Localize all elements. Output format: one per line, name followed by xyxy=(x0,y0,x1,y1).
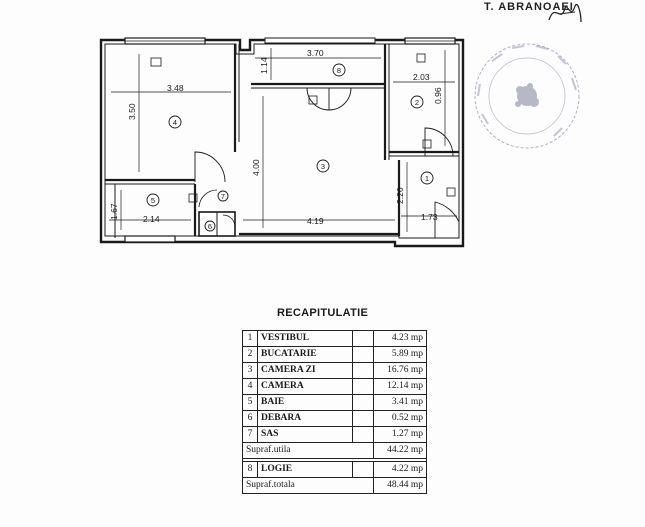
total-area-value: 48.44 mp xyxy=(373,477,427,494)
room-name: LOGIE xyxy=(257,461,353,478)
total-area-label: Supraf.totala xyxy=(242,477,374,494)
room-area: 12.14 mp xyxy=(373,378,427,395)
official-stamp xyxy=(474,43,580,149)
row-number: 7 xyxy=(242,426,258,443)
dim-room5-width: 2.14 xyxy=(143,214,160,224)
room-number-1: 1 xyxy=(425,174,429,183)
room-area: 1.27 mp xyxy=(373,426,427,443)
dim-logia-width: 3.70 xyxy=(307,48,324,58)
dim-logia-depth: 1.14 xyxy=(259,57,269,74)
table-row: 6 DEBARA 0.52 mp xyxy=(242,410,427,427)
room-number-6: 6 xyxy=(208,222,212,231)
dim-room3-height: 4.00 xyxy=(251,159,261,176)
table-row: 4 CAMERA 12.14 mp xyxy=(242,378,427,395)
signature xyxy=(548,3,582,23)
room-number-3: 3 xyxy=(321,162,325,171)
table-row: 5 BAIE 3.41 mp xyxy=(242,394,427,411)
row-number: 1 xyxy=(242,330,258,347)
room-name: SAS xyxy=(257,426,353,443)
dim-hall-height: 2.26 xyxy=(395,187,405,204)
dim-room3-width: 4.19 xyxy=(307,216,324,226)
room-area: 5.89 mp xyxy=(373,346,427,363)
room-name: BAIE xyxy=(257,394,353,411)
room-number-2: 2 xyxy=(415,98,419,107)
dim-room2-height: 0.96 xyxy=(433,87,443,104)
dim-room2-width: 2.03 xyxy=(413,72,430,82)
total-area-row: Supraf.totala 48.44 mp xyxy=(242,477,427,494)
dim-hall-width: 1.73 xyxy=(421,212,438,222)
room-number-8: 8 xyxy=(337,66,341,75)
useful-area-value: 44.22 mp xyxy=(373,442,427,459)
row-number: 5 xyxy=(242,394,258,411)
room-name: VESTIBUL xyxy=(257,330,353,347)
room-name: DEBARA xyxy=(257,410,353,427)
useful-area-label: Supraf.utila xyxy=(242,442,374,459)
room-number-5: 5 xyxy=(151,196,155,205)
surveyor-name: T. ABRANOAEI xyxy=(484,1,574,13)
logia-row: 8 LOGIE 4.22 mp xyxy=(242,461,427,478)
dim-room4-height: 3.50 xyxy=(127,103,137,120)
recap-table: 1 VESTIBUL 4.23 mp 2 BUCATARIE 5.89 mp 3… xyxy=(242,330,427,494)
row-number: 4 xyxy=(242,378,258,395)
table-row: 2 BUCATARIE 5.89 mp xyxy=(242,346,427,363)
room-area: 0.52 mp xyxy=(373,410,427,427)
room-number-7: 7 xyxy=(221,192,225,201)
room-name: CAMERA xyxy=(257,378,353,395)
recap-title: RECAPITULATIE xyxy=(277,307,369,319)
dim-room4-width: 3.48 xyxy=(167,83,184,93)
table-row: 1 VESTIBUL 4.23 mp xyxy=(242,330,427,347)
table-row: 3 CAMERA ZI 16.76 mp xyxy=(242,362,427,379)
room-area: 16.76 mp xyxy=(373,362,427,379)
floor-plan: 3.48 3.50 3.70 1.14 4.00 4.19 2.03 0.96 … xyxy=(99,37,465,248)
room-name: CAMERA ZI xyxy=(257,362,353,379)
dim-room5-height: 1.67 xyxy=(109,203,119,220)
room-area: 4.23 mp xyxy=(373,330,427,347)
row-number: 6 xyxy=(242,410,258,427)
useful-area-row: Supraf.utila 44.22 mp xyxy=(242,442,427,459)
table-row: 7 SAS 1.27 mp xyxy=(242,426,427,443)
row-number: 2 xyxy=(242,346,258,363)
room-area: 3.41 mp xyxy=(373,394,427,411)
row-number: 8 xyxy=(242,461,258,478)
room-number-4: 4 xyxy=(173,118,177,127)
room-area: 4.22 mp xyxy=(373,461,427,478)
room-name: BUCATARIE xyxy=(257,346,353,363)
row-number: 3 xyxy=(242,362,258,379)
